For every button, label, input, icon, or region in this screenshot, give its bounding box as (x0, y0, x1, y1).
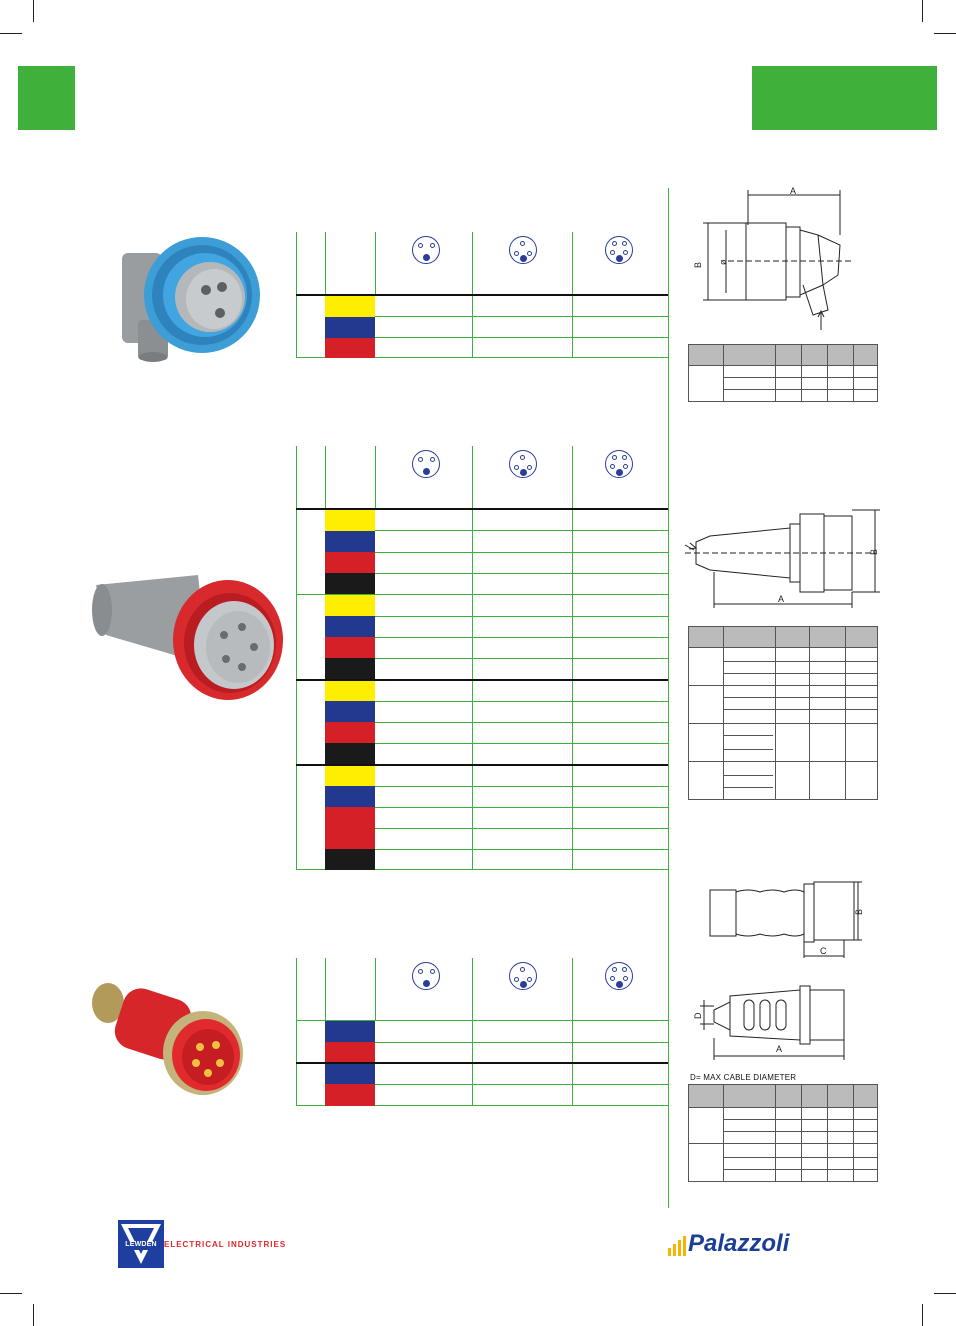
dim-label-b: B (869, 549, 879, 555)
pin-4-icon (509, 450, 537, 478)
lewden-emblem-icon (118, 1220, 164, 1268)
voltage-color-blue (325, 1064, 375, 1084)
voltage-color-red (325, 552, 375, 573)
spec-table-3 (296, 958, 668, 1106)
voltage-color-blue (325, 701, 375, 722)
crop-mark (0, 33, 22, 34)
crop-mark (33, 1304, 34, 1326)
cable-diameter-note: D= MAX CABLE DIAMETER (690, 1073, 797, 1082)
header-tab-right (752, 66, 937, 130)
voltage-color-blue (325, 1021, 375, 1042)
voltage-color-yellow (325, 681, 375, 701)
crop-mark (33, 0, 34, 22)
palazzoli-bars-icon (668, 1236, 686, 1256)
dimension-table-3 (688, 1084, 878, 1182)
voltage-color-red (325, 1084, 375, 1106)
crop-mark (922, 0, 923, 22)
voltage-color-red (325, 1042, 375, 1062)
pin-3-icon (412, 450, 440, 478)
spec-table-1 (296, 232, 668, 358)
pin-5-icon (605, 236, 633, 264)
crop-mark (934, 33, 956, 34)
dim-label-a: A (790, 186, 796, 196)
product-photo-red-straight-plug (92, 575, 283, 700)
dim-label-d: D (693, 1012, 703, 1019)
pin-5-icon (605, 450, 633, 478)
technical-drawing-ip67-side: B C (709, 881, 864, 958)
voltage-color-black (325, 849, 375, 870)
technical-drawing-straight-plug: B A (684, 509, 880, 608)
voltage-color-blue (325, 616, 375, 637)
dimension-table-2 (688, 626, 878, 800)
crop-mark (934, 1293, 956, 1294)
voltage-color-yellow (325, 766, 375, 786)
voltage-color-red (325, 807, 375, 849)
column-divider (668, 188, 669, 1208)
pin-4-icon (509, 236, 537, 264)
header-tab-left (18, 66, 75, 130)
crop-mark (0, 1293, 22, 1294)
palazzoli-logo-text: Palazzoli (688, 1230, 790, 1257)
dim-label-a: A (776, 1044, 782, 1054)
dim-label-b: B (693, 262, 703, 268)
voltage-color-black (325, 743, 375, 764)
voltage-color-blue (325, 786, 375, 807)
voltage-color-red (325, 722, 375, 743)
voltage-color-black (325, 658, 375, 679)
technical-drawing-ip67-top: D A (693, 985, 845, 1060)
dim-label-o: ø (718, 259, 728, 265)
dim-label-c: C (820, 946, 827, 956)
product-photo-blue-angled-plug (122, 237, 260, 362)
dim-label-a: A (778, 594, 784, 604)
spec-table-2 (296, 446, 668, 870)
pin-3-icon (412, 962, 440, 990)
dim-label-b: B (854, 909, 864, 915)
dimension-table-1 (688, 344, 878, 402)
voltage-color-red (325, 338, 375, 358)
voltage-color-yellow (325, 296, 375, 317)
voltage-color-black (325, 573, 375, 594)
lewden-logo: LEWDEN ELECTRICAL INDUSTRIES (118, 1220, 285, 1273)
voltage-color-blue (325, 317, 375, 338)
voltage-color-red (325, 637, 375, 658)
voltage-color-blue (325, 531, 375, 552)
lewden-tagline: ELECTRICAL INDUSTRIES (164, 1240, 287, 1249)
crop-mark (922, 1304, 923, 1326)
technical-drawing-angled-plug: A B ø (693, 186, 853, 330)
product-photo-red-ip67-plug (92, 983, 243, 1095)
pin-4-icon (509, 962, 537, 990)
pin-3-icon (412, 236, 440, 264)
voltage-color-yellow (325, 595, 375, 616)
lewden-logo-text: LEWDEN (125, 1241, 157, 1248)
voltage-color-yellow (325, 510, 375, 531)
pin-5-icon (605, 962, 633, 990)
